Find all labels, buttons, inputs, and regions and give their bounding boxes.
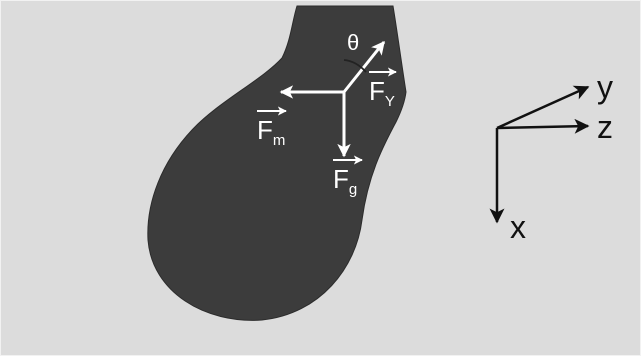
force-vectors — [279, 40, 386, 158]
magnetic-force-label: Fm — [257, 115, 285, 149]
y-axis-label: y — [597, 69, 613, 105]
y-axis-arrow — [496, 85, 590, 130]
surface-tension-arrow — [342, 40, 386, 93]
coordinate-axes: y z x — [489, 69, 613, 245]
angle-label: θ — [347, 30, 359, 55]
force-labels: θ FY Fm Fg — [257, 30, 397, 198]
surface-tension-label: FY — [369, 76, 395, 110]
droplet — [147, 5, 407, 321]
gravity-force-label: Fg — [333, 164, 357, 198]
z-axis-label: z — [597, 109, 613, 145]
z-axis-arrow — [496, 118, 590, 134]
x-axis-label: x — [510, 209, 526, 245]
angle-arc — [343, 59, 367, 73]
